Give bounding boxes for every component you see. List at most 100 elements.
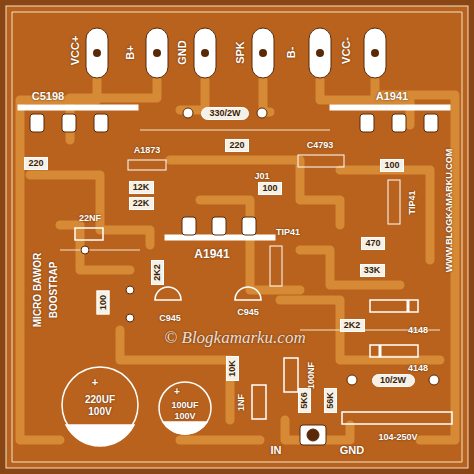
part-label: WWW.BLOGKAMARKU.COM — [445, 148, 454, 271]
diode-outline — [370, 345, 418, 357]
resistor-value: 100 — [384, 161, 399, 170]
resistor-value: 2K2 — [153, 264, 162, 281]
drill-hole — [259, 49, 267, 57]
part-label: 100V — [174, 412, 195, 421]
power-resistor: 10/2W — [372, 374, 415, 387]
terminal-pads — [86, 28, 386, 78]
pad — [257, 108, 267, 118]
pad — [126, 286, 134, 294]
pad — [183, 108, 193, 118]
resistor-symbol: 56K — [324, 388, 337, 413]
trace — [340, 170, 430, 260]
resistor-symbol: 5K6 — [298, 388, 311, 413]
resistor-value: 12K — [133, 183, 150, 192]
part-label: A1941 — [376, 91, 408, 102]
isolation-lines — [12, 12, 462, 462]
part-label: GND — [340, 445, 364, 456]
part-label: 22NF — [79, 214, 101, 223]
part-label: 100NF — [307, 361, 316, 388]
io-terminals — [300, 425, 326, 445]
part-label: C4793 — [307, 141, 334, 150]
transistor-tab — [330, 105, 450, 110]
board — [6, 6, 468, 468]
part-label: VCC+ — [71, 35, 82, 65]
resistor-symbol: 12K — [129, 181, 154, 194]
part-label: TIP41 — [407, 190, 416, 214]
capacitors — [62, 228, 452, 446]
transistor-tab — [165, 235, 275, 240]
resistor-value: 2K2 — [344, 321, 361, 330]
to92-outline — [155, 287, 181, 300]
terminal-pad — [364, 28, 386, 78]
part-label: J01 — [254, 172, 269, 181]
pad — [62, 114, 76, 132]
trace — [20, 80, 97, 440]
watermark: © Blogkamarku.com — [164, 329, 305, 346]
terminal-pad — [194, 28, 216, 78]
pad — [126, 314, 134, 322]
transistor-tab — [18, 105, 138, 110]
copper-traces — [20, 80, 455, 440]
part-label: B+ — [125, 45, 136, 59]
trace — [60, 225, 130, 270]
resistor-value: 470 — [365, 239, 380, 248]
drill-hole — [371, 49, 379, 57]
drill-hole — [93, 49, 101, 57]
resistor-symbol: 22K — [129, 197, 154, 210]
resistor-value: 100 — [262, 184, 277, 193]
resistor-symbol: 10K — [226, 356, 239, 381]
pad — [424, 114, 438, 132]
part-label: BOOSTRAP — [49, 262, 59, 319]
pad — [212, 217, 226, 235]
terminal-pad — [146, 28, 168, 78]
resistor-value: 220 — [229, 141, 244, 150]
resistor-symbol: 470 — [361, 237, 385, 250]
resistor-symbol: 33K — [360, 264, 385, 277]
resistor-symbol: 220 — [225, 139, 249, 152]
capacitor-band — [66, 425, 134, 446]
part-label: A1941 — [194, 248, 229, 260]
part-label: SPK — [235, 41, 246, 64]
part-label: TIP41 — [276, 228, 300, 237]
terminal-pad — [86, 28, 108, 78]
diode-outline — [370, 300, 418, 312]
resistor-symbol: 100 — [97, 290, 110, 314]
pad — [360, 114, 374, 132]
resistor-value: 220 — [28, 159, 43, 168]
diode-band — [407, 300, 410, 312]
electrolytic-capacitor — [159, 382, 211, 434]
resistor-value: 5K6 — [300, 392, 309, 409]
pad — [429, 375, 439, 385]
part-label: 4148 — [408, 364, 428, 373]
resistor-symbol: 220 — [24, 157, 48, 170]
part-label: 1NF — [237, 393, 246, 410]
part-label: MICRO BAWOR — [33, 253, 43, 327]
resistor-symbol: 2K2 — [340, 319, 365, 332]
part-label: 100UF — [171, 401, 198, 410]
capacitor-band — [163, 422, 207, 434]
transistor-outline — [388, 180, 400, 224]
transistor-outline — [298, 155, 344, 167]
resistor-value: 330/2W — [209, 109, 240, 118]
pad — [81, 246, 89, 254]
to92-outline — [235, 287, 261, 300]
part-label: C945 — [237, 308, 259, 317]
resistor-value: 22K — [133, 199, 150, 208]
pad — [242, 217, 256, 235]
trace — [200, 200, 300, 290]
power-resistor: 330/2W — [201, 107, 249, 120]
pad — [392, 114, 406, 132]
pad — [30, 114, 44, 132]
component-pads — [30, 114, 438, 286]
pad — [182, 217, 196, 235]
drill-hole — [201, 49, 209, 57]
transistor-outline — [128, 160, 166, 170]
part-label: GND — [176, 40, 187, 64]
input-terminal — [300, 425, 326, 445]
isolation-line — [60, 130, 440, 330]
trace — [180, 436, 260, 445]
part-label: IN — [271, 445, 282, 456]
part-label: A1873 — [134, 146, 161, 155]
resistor-leads — [81, 108, 439, 385]
